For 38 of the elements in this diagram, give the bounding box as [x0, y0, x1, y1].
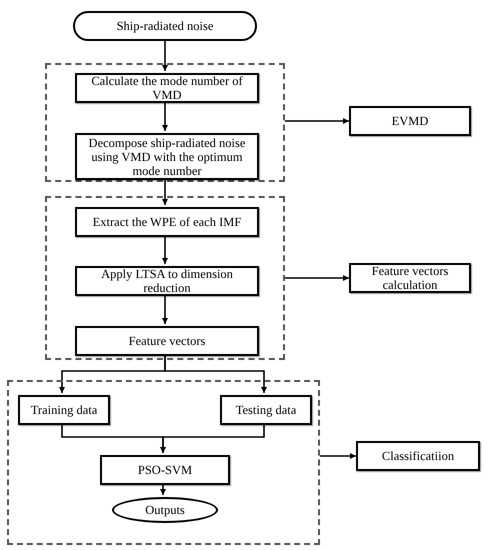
node-label: Feature vectors [128, 334, 206, 348]
node-label: Testing data [236, 403, 296, 417]
arrow [285, 118, 349, 124]
arrow [160, 423, 265, 453]
node-label: Classificatiion [382, 449, 454, 463]
process-box [349, 263, 471, 293]
node-label: Calculate the mode number of VMD [90, 74, 244, 102]
arrow [162, 41, 168, 71]
process-box [220, 395, 312, 425]
arrow [320, 453, 356, 459]
node-label: Apply LTSA to dimension reduction [100, 267, 234, 295]
node-label: Feature vectors calculation [370, 264, 450, 292]
start-terminal [73, 11, 257, 41]
dashed-group-box [45, 196, 285, 360]
process-box [356, 441, 480, 471]
process-box [75, 73, 259, 103]
process-box [349, 106, 471, 136]
process-box [75, 266, 259, 296]
dashed-group-box [45, 63, 285, 182]
arrow [285, 275, 349, 281]
arrow [162, 178, 168, 205]
node-label: Extract the WPE of each IMF [92, 215, 242, 229]
dashed-group-box [7, 380, 320, 545]
node-label: Decompose ship-radiated noise using VMD with the optimum mode number [88, 136, 246, 178]
node-label: Outputs [145, 503, 185, 517]
node-label: PSO-SVM [138, 463, 192, 477]
arrow [162, 101, 168, 131]
process-box [75, 326, 259, 356]
process-box [18, 395, 110, 425]
arrow [164, 354, 267, 393]
process-box [100, 455, 230, 485]
process-box [75, 207, 259, 237]
arrow [162, 294, 168, 324]
node-label: EVMD [392, 114, 428, 128]
node-label: Ship-radiated noise [116, 19, 214, 33]
arrow [162, 235, 168, 264]
process-box [75, 133, 259, 180]
node-label: Training data [30, 403, 98, 417]
